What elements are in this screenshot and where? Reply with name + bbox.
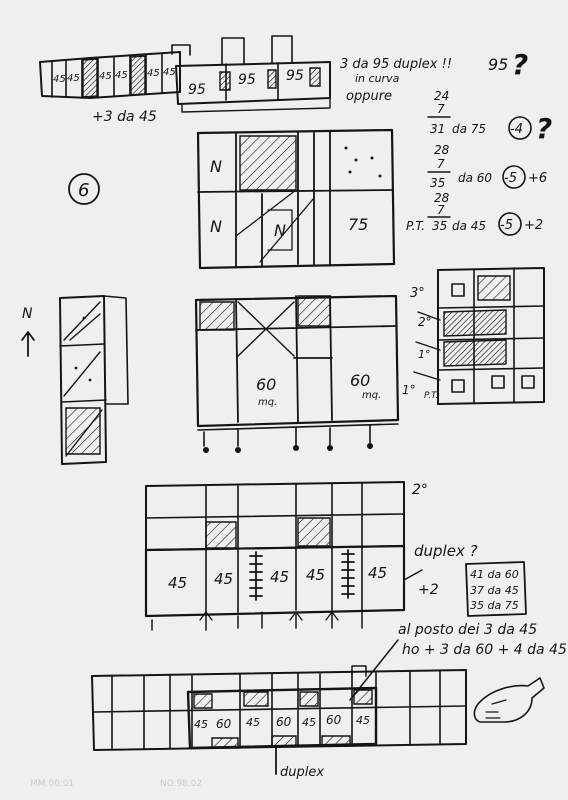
top-unit-label-6: 45 [163,67,176,78]
top-unit-label-1: 45 [53,74,66,85]
plan-b-area-two: 60 [350,371,370,390]
plan-c-plus-two: +2 [418,582,439,598]
plan-c-unit-1: 45 [168,574,187,592]
bottom-unit-2: 60 [216,717,232,731]
calc-3: 28 7 P.T. 35 da 45 -5 +2 [406,191,543,236]
calc-2-label: da 60 [458,171,492,185]
plan-b-area-one-unit: mq. [258,397,277,408]
sheet-number-circle [68,173,100,205]
bottom-unit-5: 45 [302,716,316,729]
bottom-unit-7: 45 [356,714,370,727]
duplex-label-2: 95 [238,72,256,88]
bottom-unit-1: 45 [194,718,208,731]
bottom-duplex-label: duplex [280,765,324,780]
calc-1-label: da 75 [452,122,486,136]
elevation-floor-3: 3° [410,286,425,301]
plan-b-area-one: 60 [256,375,276,394]
duplex-row [175,35,331,113]
archive-mark-right: NO.98.02 [160,779,202,789]
duplex-label-3: 95 [286,68,304,84]
calc-2-middle: 7 [437,157,445,171]
pointing-hand-icon [473,677,545,723]
calc-3-middle: 7 [437,203,445,217]
calc-2-top: 28 [434,143,450,157]
top-unit-label-3: 45 [99,71,112,82]
count-box-line-2: 37 da 45 [470,584,519,597]
calc-2-result: 35 [430,176,445,190]
plan-a-area: 75 [348,215,368,234]
calc-2-extra: +6 [528,171,547,186]
plan-b-area-two-unit: mq. [362,390,381,401]
count-box-line-3: 35 da 75 [470,599,519,612]
plan-a-north-3: N [274,221,286,240]
small-plan [59,295,129,465]
calc-1-question: ? [536,112,552,145]
plan-b [194,294,400,453]
count-box-line-1: 41 da 60 [470,568,519,581]
top-unit-label-2: 45 [67,73,80,84]
calc-3-label: da 45 [452,219,486,233]
plan-a-north-1: N [210,157,222,176]
bottom-strip [91,665,467,775]
plus-three-45-note: +3 da 45 [92,109,157,125]
bottom-unit-6: 60 [326,713,342,727]
duplex-note-line1: 3 da 95 duplex !! [340,57,452,72]
bottom-note-line1: al posto dei 3 da 45 [398,622,537,638]
archive-mark-left: MM.00.01 [30,779,74,789]
calc-1: 24 7 31 da 75 -4 ? [427,89,552,145]
calc-2-circled: -5 [504,171,517,186]
calc-3-extra: +2 [524,218,543,233]
top-unit-strip [39,44,191,99]
calc-1-circled: -4 [510,122,523,137]
plan-c [144,481,423,631]
calc-3-circled: -5 [500,218,513,233]
plan-c-unit-4: 45 [306,566,325,584]
elevation-floor-1a: 1° [418,348,431,361]
elevation-ground: P.T. [424,391,438,401]
oppure-note: oppure [346,89,392,104]
bottom-note-line2: ho + 3 da 60 + 4 da 45 [402,642,567,658]
bottom-unit-4: 60 [276,715,292,729]
north-arrow [21,331,35,357]
elevation-floor-2: 2° [418,315,432,329]
top-ninety-five: 95 [488,55,508,74]
plan-c-unit-2: 45 [214,570,233,588]
duplex-label-1: 95 [188,82,206,98]
elevation [413,267,545,405]
calc-3-top: 28 [434,191,450,205]
sheet-number: 6 [78,180,89,201]
bottom-unit-3: 45 [246,716,260,729]
calc-3-prefix: P.T. [406,219,425,233]
plan-a-north-2: N [210,217,222,236]
top-unit-label-4: 45 [115,70,128,81]
plan-c-floor: 2° [412,482,428,498]
compass-north-label: N [22,306,33,322]
plan-c-unit-5: 45 [368,564,387,582]
top-unit-label-5: 45 [147,68,160,79]
plan-c-duplex-question: duplex ? [414,542,478,560]
count-box [465,561,527,617]
top-question-mark: ? [512,48,528,81]
calc-1-middle: 7 [437,102,445,116]
calc-2: 28 7 35 da 60 -5 +6 [427,143,547,190]
elevation-floor-1b: 1° [402,383,416,397]
duplex-note-line2: in curva [355,72,400,85]
plan-c-unit-3: 45 [270,568,289,586]
calc-1-result: 31 [430,122,445,136]
calc-3-result: 35 [432,219,447,233]
calc-1-top: 24 [434,89,449,103]
plan-a [196,128,396,270]
